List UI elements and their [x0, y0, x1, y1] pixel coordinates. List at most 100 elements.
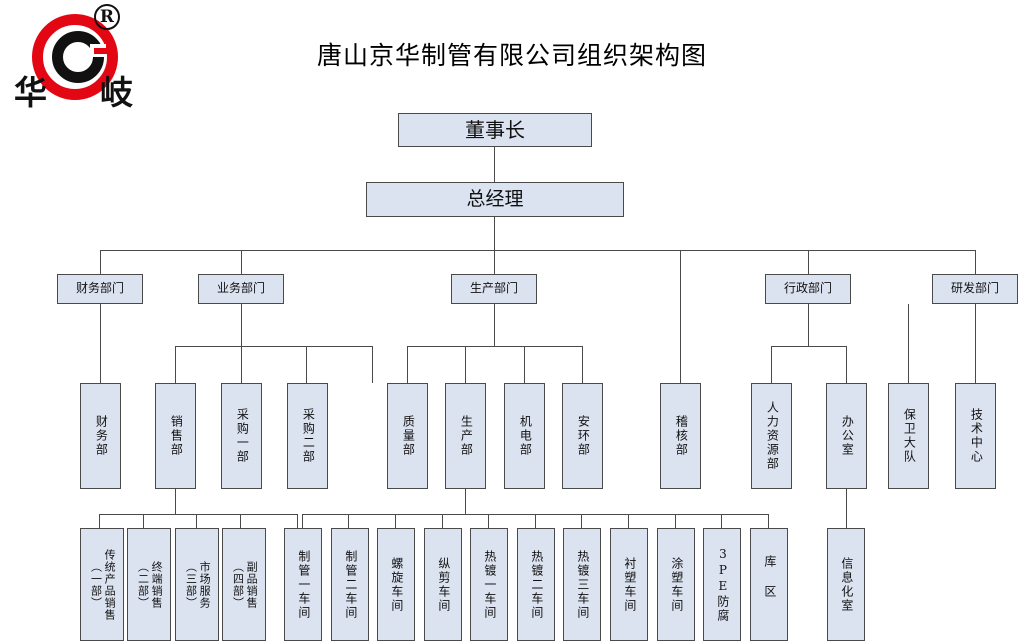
node-business-dept[interactable]: 业务部门 [198, 274, 284, 304]
node-galv-shop-2[interactable]: 热镀二车间 [517, 528, 555, 641]
connector-sales-office-stem [175, 489, 176, 514]
connector-gm-bus [494, 217, 495, 250]
logo-outer-ring-icon [32, 14, 118, 100]
connector-lining-shop [628, 514, 629, 528]
node-production-dept[interactable]: 生产部门 [451, 274, 537, 304]
node-spiral-shop[interactable]: 螺旋车间 [377, 528, 415, 641]
node-electromech-office[interactable]: 机电部 [504, 383, 545, 489]
logo-char-qi: 岐 [100, 73, 133, 112]
node-sales-2-sublabel: （二部） [136, 560, 150, 609]
node-audit-office[interactable]: 稽核部 [660, 383, 701, 489]
connector-production-production-office [465, 346, 466, 383]
node-finance-dept[interactable]: 财务部门 [57, 274, 143, 304]
node-gm[interactable]: 总经理 [366, 182, 624, 217]
node-sales-2[interactable]: 终端销售 （二部） [127, 528, 171, 641]
connector-pipe-shop-2 [348, 514, 349, 528]
node-sales-3-label: 市场服务 [198, 560, 212, 609]
node-admin-dept[interactable]: 行政部门 [765, 274, 851, 304]
node-sales-1[interactable]: 传统产品销售 （一部） [80, 528, 124, 641]
node-security-team[interactable]: 保卫大队 [888, 383, 929, 489]
connector-admin-hr [771, 346, 772, 383]
connector-sales-3 [196, 514, 197, 528]
node-chairman[interactable]: 董事长 [398, 113, 592, 147]
connector-sales-bus-end [297, 514, 298, 528]
connector-bus-audit [680, 250, 681, 383]
node-sales-2-label: 终端销售 [150, 560, 164, 609]
node-sales-office[interactable]: 销售部 [155, 383, 196, 489]
connector-coating-shop [675, 514, 676, 528]
node-hr-office[interactable]: 人力资源部 [751, 383, 792, 489]
connector-production-dept-stem [494, 304, 495, 346]
connector-galv-shop-1 [488, 514, 489, 528]
bus-sales-children [99, 514, 297, 515]
connector-spiral-shop [395, 514, 396, 528]
node-sales-4[interactable]: 副品销售 （四部） [222, 528, 266, 641]
connector-admin-dept-stem [808, 304, 809, 346]
node-sales-3-sublabel: （三部） [184, 560, 198, 609]
node-pipe-shop-2[interactable]: 制管二车间 [331, 528, 369, 641]
node-sales-1-label: 传统产品销售 [103, 548, 117, 621]
node-lining-shop[interactable]: 衬塑车间 [610, 528, 648, 641]
connector-slitting-shop [442, 514, 443, 528]
connector-galv-shop-2 [535, 514, 536, 528]
node-sales-3[interactable]: 市场服务 （三部） [175, 528, 219, 641]
logo-inner-ring-icon [52, 31, 104, 83]
node-purchase-1[interactable]: 采购一部 [221, 383, 262, 489]
connector-bus-rd [975, 250, 976, 274]
connector-galv-shop-3 [581, 514, 582, 528]
company-logo: R 华 岐 [12, 4, 162, 116]
connector-pipe-shop-1 [302, 514, 303, 528]
node-tech-center[interactable]: 技术中心 [955, 383, 996, 489]
connector-sales-1 [99, 514, 100, 528]
node-coating-shop[interactable]: 涂塑车间 [657, 528, 695, 641]
connector-pe3-anticorrosion [721, 514, 722, 528]
node-galv-shop-3[interactable]: 热镀三车间 [563, 528, 601, 641]
connector-business-purchase2 [372, 346, 373, 383]
node-galv-shop-1[interactable]: 热镀一车间 [470, 528, 508, 641]
node-general-office[interactable]: 办公室 [826, 383, 867, 489]
bus-business-children [175, 346, 372, 347]
connector-production-office-stem [465, 489, 466, 514]
node-finance-office[interactable]: 财务部 [80, 383, 121, 489]
connector-chairman-gm [494, 147, 495, 182]
connector-sales-4 [240, 514, 241, 528]
node-warehouse-zone[interactable]: 库区 [750, 528, 788, 641]
connector-finance-dept-finance-office [100, 304, 101, 383]
node-sales-4-label: 副品销售 [245, 560, 259, 609]
node-purchase-2[interactable]: 采购二部 [287, 383, 328, 489]
connector-bus-business [241, 250, 242, 274]
connector-bus-finance [100, 250, 101, 274]
connector-business-purchase1 [241, 346, 242, 383]
page-title: 唐山京华制管有限公司组织架构图 [316, 41, 707, 70]
connector-general-office-informatization [846, 489, 847, 528]
connector-admin-office [846, 346, 847, 383]
connector-bus-production [494, 250, 495, 274]
connector-rd-tech-center [975, 304, 976, 383]
connector-production-electromech [524, 346, 525, 383]
bus-level2 [100, 250, 976, 251]
connector-sales-2 [143, 514, 144, 528]
connector-business-purchase1b [306, 346, 307, 383]
bus-production-children [407, 346, 582, 347]
node-pe3-anticorrosion[interactable]: 3PE防腐 [703, 528, 741, 641]
node-rd-dept[interactable]: 研发部门 [932, 274, 1018, 304]
node-quality-office[interactable]: 质量部 [387, 383, 428, 489]
node-informatization-room[interactable]: 信息化室 [827, 528, 865, 641]
connector-business-dept-stem [241, 304, 242, 346]
connector-business-sales [175, 346, 176, 383]
registered-trademark-icon: R [94, 4, 120, 30]
node-production-office[interactable]: 生产部 [445, 383, 486, 489]
node-pipe-shop-1[interactable]: 制管一车间 [284, 528, 322, 641]
connector-warehouse-zone [768, 514, 769, 528]
bus-admin-children [771, 346, 846, 347]
node-safety-env-office[interactable]: 安环部 [562, 383, 603, 489]
node-sales-1-sublabel: （一部） [89, 560, 103, 609]
logo-char-hua: 华 [14, 73, 47, 112]
node-slitting-shop[interactable]: 纵剪车间 [424, 528, 462, 641]
connector-bus-admin [808, 250, 809, 274]
node-sales-4-sublabel: （四部） [231, 560, 245, 609]
connector-admin-security [908, 304, 909, 383]
logo-bar-icon [94, 48, 116, 54]
connector-production-quality [407, 346, 408, 383]
